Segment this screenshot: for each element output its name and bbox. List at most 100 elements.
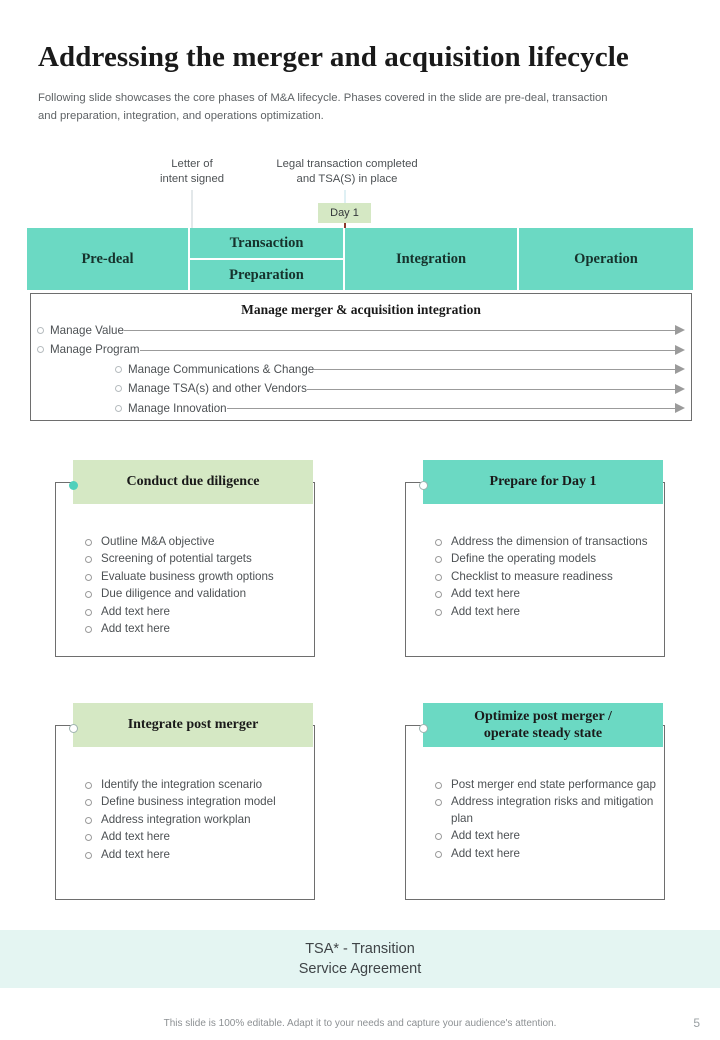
list-item-label: Add text here — [451, 846, 520, 860]
list-item: Define the operating models — [435, 551, 670, 567]
circle-bullet-icon — [85, 782, 92, 789]
circle-bullet-icon — [37, 346, 44, 353]
list-item: Add text here — [85, 604, 320, 620]
circle-bullet-icon — [435, 539, 442, 546]
integration-row-label: Manage Program — [50, 343, 140, 356]
list-item: Address the dimension of transactions — [435, 534, 670, 550]
list-item: Add text here — [435, 828, 670, 844]
list-item-label: Add text here — [451, 587, 520, 601]
footer-note: This slide is 100% editable. Adapt it to… — [163, 1018, 557, 1029]
list-item-label: Outline M&A objective — [101, 535, 215, 548]
circle-bullet-icon — [85, 626, 92, 634]
list-item-label: Define the operating models — [451, 552, 597, 566]
integration-row-line — [226, 408, 683, 409]
circle-bullet-icon — [435, 608, 442, 616]
phase-card-body — [55, 725, 315, 900]
circle-bullet-icon — [435, 833, 442, 841]
circle-bullet-icon — [115, 365, 122, 373]
phase-transaction-preparation[interactable]: Transaction Preparation — [190, 228, 345, 290]
integration-row-label: Manage Communications & Change — [128, 362, 315, 376]
arrow-right-icon — [675, 364, 685, 374]
phase-card-title: Integrate post merger — [73, 703, 313, 747]
list-item: Address integration workplan — [85, 812, 320, 828]
phase-card-body — [405, 725, 665, 900]
list-item-label: Evaluate business growth options — [101, 569, 274, 583]
page-title: Addressing the merger and acquisition li… — [38, 41, 629, 73]
list-item-label: Define business integration model — [101, 795, 276, 809]
timeline-connector-right — [344, 190, 346, 206]
phase-operation[interactable]: Operation — [519, 228, 693, 290]
integration-row: Manage TSA(s) and other Vendors — [115, 381, 685, 397]
list-item: Checklist to measure readiness — [435, 569, 670, 585]
circle-bullet-icon — [37, 326, 44, 334]
circle-bullet-icon — [85, 556, 92, 564]
circle-bullet-icon — [435, 573, 442, 581]
phase-bar: Pre-deal Transaction Preparation Integra… — [27, 228, 693, 290]
arrow-right-icon — [675, 403, 685, 413]
phase-transaction[interactable]: Transaction — [190, 228, 343, 260]
circle-bullet-icon — [435, 556, 442, 564]
circle-bullet-icon — [435, 799, 442, 807]
card-connector-dot-icon — [69, 481, 78, 490]
integration-box-heading: Manage merger & acquisition integration — [241, 302, 481, 317]
list-item-label: Address integration risks and mitigation… — [451, 795, 654, 825]
arrow-right-icon — [675, 344, 685, 355]
timeline-connector-left — [191, 190, 193, 232]
list-item-label: Address integration workplan — [101, 812, 251, 826]
circle-bullet-icon — [85, 816, 92, 824]
circle-bullet-icon — [435, 591, 442, 599]
integration-row-label: Manage TSA(s) and other Vendors — [128, 382, 307, 395]
list-item-label: Add text here — [101, 830, 170, 844]
list-item: Add text here — [85, 847, 320, 863]
list-item: Identify the integration scenario — [85, 777, 320, 793]
list-item-label: Add text here — [101, 847, 170, 861]
list-item: Address integration risks and mitigation… — [435, 794, 670, 827]
phase-card-body — [405, 482, 665, 657]
phase-card-title: Conduct due diligence — [73, 460, 313, 504]
list-item: Due diligence and validation — [85, 586, 320, 602]
phase-preparation[interactable]: Preparation — [229, 266, 304, 283]
circle-bullet-icon — [435, 850, 442, 858]
integration-row: Manage Communications & Change — [115, 361, 685, 377]
list-item-label: Add text here — [101, 622, 170, 636]
list-item-label: Checklist to measure readiness — [451, 569, 613, 583]
circle-bullet-icon — [85, 851, 92, 859]
circle-bullet-icon — [85, 539, 92, 546]
circle-bullet-icon — [85, 591, 92, 599]
list-item: Post merger end state performance gap — [435, 777, 670, 793]
integration-row: Manage Value — [37, 322, 685, 338]
integration-row-line — [123, 330, 683, 331]
list-item-label: Add text here — [451, 829, 520, 843]
list-item: Evaluate business growth options — [85, 569, 320, 585]
phase-integration[interactable]: Integration — [345, 228, 519, 290]
phase-pre-deal[interactable]: Pre-deal — [27, 228, 190, 290]
page-number: 5 — [693, 1016, 700, 1030]
list-item-label: Identify the integration scenario — [101, 778, 263, 791]
card-connector-dot-icon — [419, 481, 428, 490]
circle-bullet-icon — [115, 385, 122, 392]
list-item-label: Due diligence and validation — [101, 587, 247, 601]
page-subtitle: Following slide showcases the core phase… — [38, 92, 608, 122]
list-item: Add text here — [435, 846, 670, 862]
list-item-label: Add text here — [101, 604, 170, 618]
arrow-right-icon — [675, 325, 685, 335]
list-item-label: Screening of potential targets — [101, 552, 252, 566]
integration-row-line — [306, 388, 683, 390]
integration-row: Manage Program — [37, 342, 685, 358]
circle-bullet-icon — [85, 608, 92, 616]
day-1-badge: Day 1 — [318, 203, 371, 223]
list-item: Add text here — [435, 604, 670, 620]
circle-bullet-icon — [115, 404, 122, 412]
card-connector-dot-icon — [419, 724, 428, 733]
integration-row-line — [139, 349, 683, 351]
list-item: Define business integration model — [85, 794, 320, 810]
integration-row-line — [314, 369, 683, 370]
list-item-label: Post merger end state performance gap — [451, 778, 656, 791]
